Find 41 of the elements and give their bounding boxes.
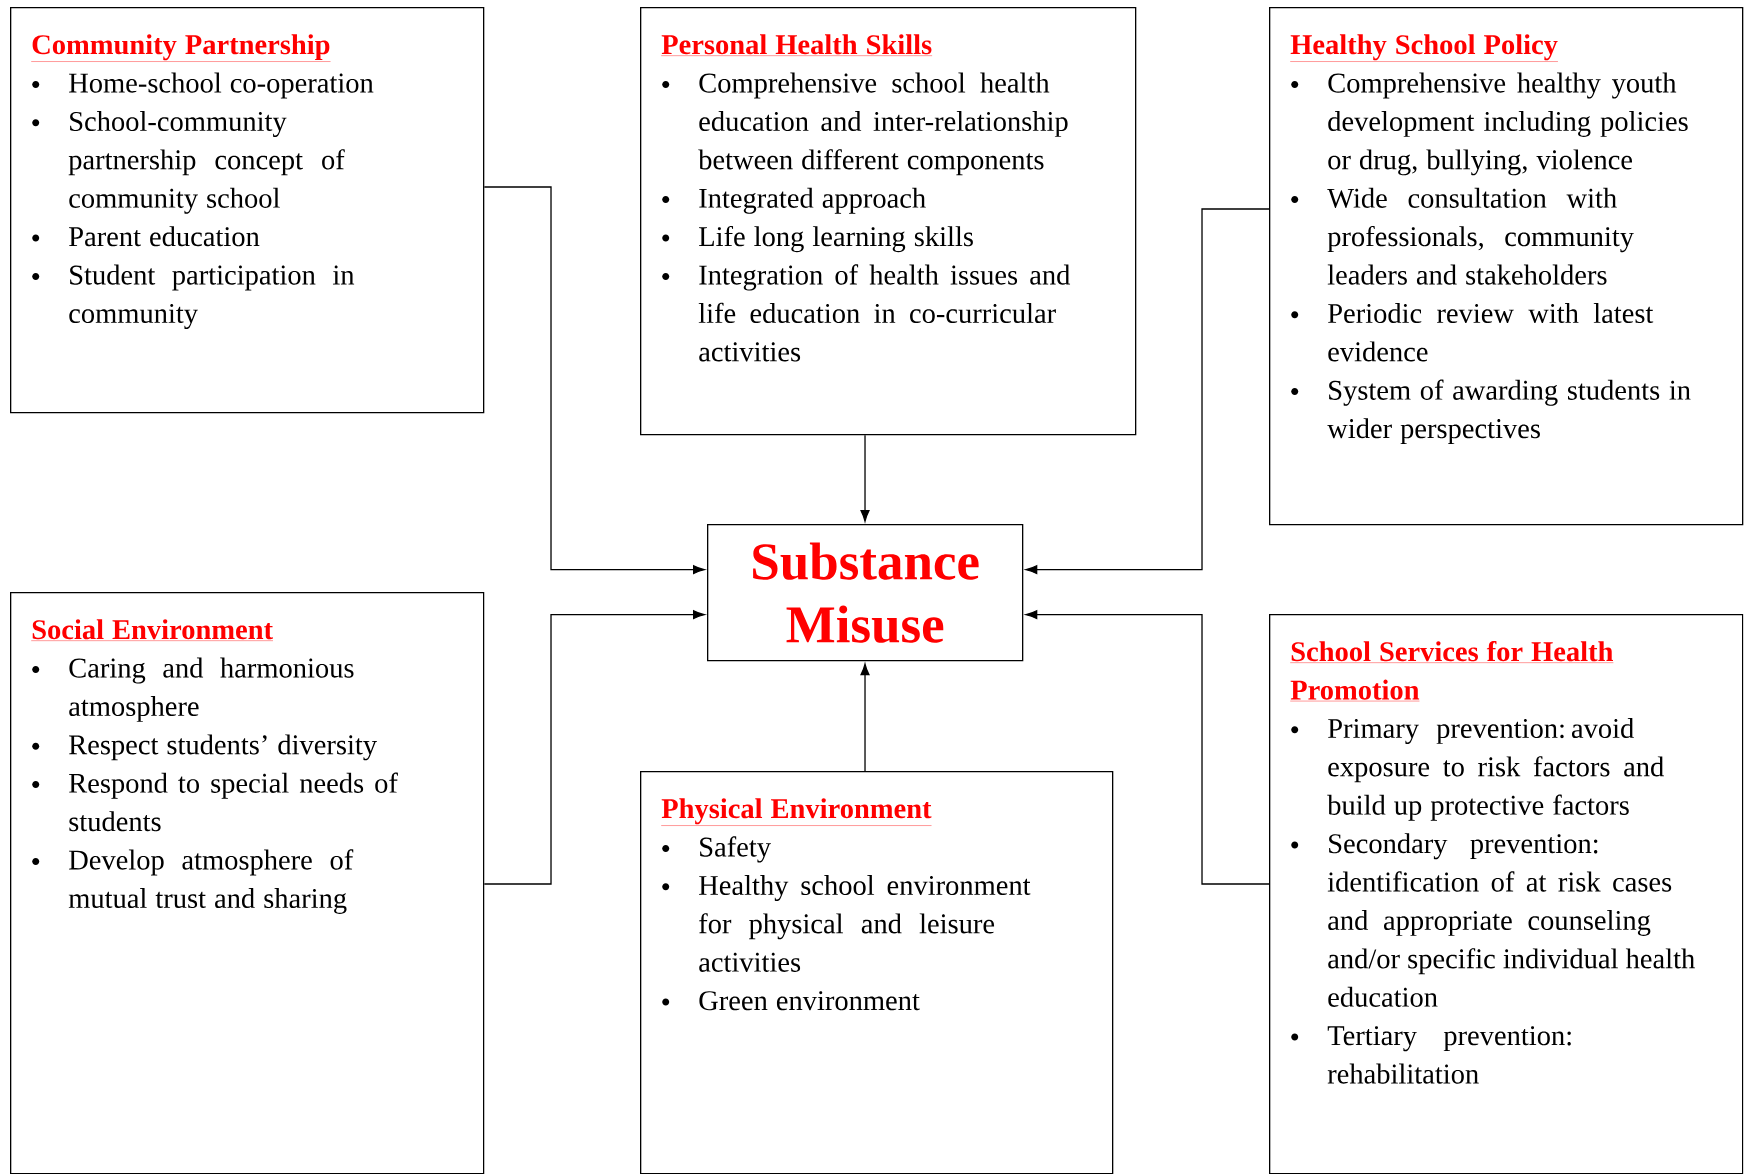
bullet-item: Parent education [32, 226, 260, 247]
heading: Community Partnership [31, 34, 331, 62]
heading: Personal Health Skills [661, 34, 933, 56]
arrow [1025, 610, 1270, 885]
heading: Healthy School Policy [1290, 34, 1559, 62]
arrow [483, 610, 705, 885]
bullet-item: Respond to special needs of students [32, 772, 398, 832]
arrow [1025, 208, 1270, 575]
bullet-item: Home-school co-operation [32, 72, 374, 99]
bullet-item: Periodic review with latest evidence [1291, 303, 1654, 362]
bullet-item: Primary prevention: avoid exposure to risk factors and build up protective factors [1291, 718, 1664, 821]
heading: Physical Environment [661, 798, 932, 826]
text-box [10, 592, 485, 1174]
arrow [860, 663, 870, 772]
bullet-item: School-community partnership concept of community school [32, 111, 345, 214]
bullet-item: Green environment [662, 991, 920, 1011]
bullet-item: Comprehensive school health education and inter-relationship between different components [662, 72, 1068, 176]
bullet-item: Develop atmosphere of mutual trust and sharing [32, 849, 354, 914]
bullet-item: Life long learning skills [662, 225, 973, 253]
bullet-item: Comprehensive healthy youth development including policies or drug, bullying, violence [1291, 72, 1688, 176]
bullet-item: Integration of health issues and life education in co-curricular activities [662, 264, 1071, 362]
arrow [483, 186, 705, 575]
arrow [860, 434, 870, 522]
text-box [640, 7, 1137, 436]
bullet-item: Caring and harmonious atmosphere [32, 657, 354, 722]
heading: Social Environment [31, 619, 274, 641]
bullet-item: Respect students’ diversity [32, 734, 377, 761]
heading: School Services for Health Promotion [1290, 640, 1614, 702]
bullet-item: Wide consultation with professionals, community leaders and stakeholders [1291, 187, 1634, 285]
topic-box: Substance Misuse [707, 524, 1024, 662]
text-box [1269, 7, 1744, 526]
bullet-item: Student participation in community [32, 264, 355, 329]
bullet-item: Healthy school environment for physical and leisure activities [662, 875, 1031, 972]
bullet-item: System of awarding students in wider perspectives [1291, 379, 1691, 445]
bullet-item: Integrated approach [662, 187, 926, 214]
bullet-item: Tertiary prevention: rehabilitation [1291, 1026, 1571, 1084]
text-box [640, 771, 1114, 1174]
text-box [1269, 614, 1744, 1174]
bullet-item: Safety [662, 836, 771, 863]
bullet-item: Secondary prevention: identification of at risk cases and appropriate counseling and/or specific individual health education [1291, 833, 1695, 1007]
text-box [10, 7, 485, 414]
